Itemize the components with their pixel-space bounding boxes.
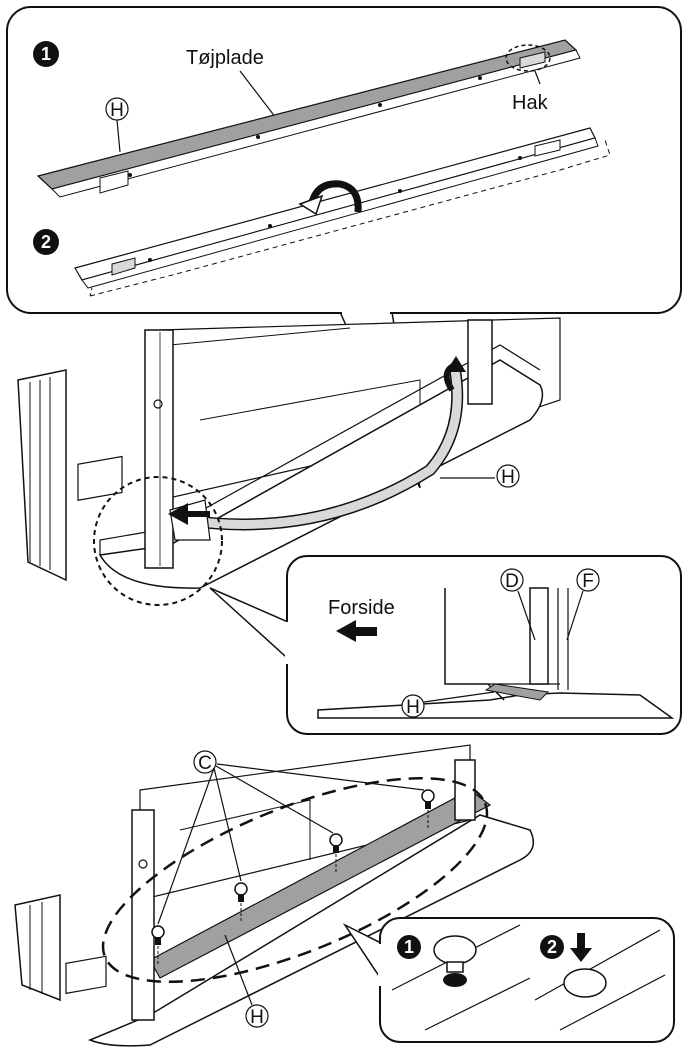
svg-text:H: H xyxy=(406,697,420,718)
step-1-marker: 1 xyxy=(33,41,59,67)
pin-c-3 xyxy=(329,833,343,874)
detail-step-1-marker: 1 xyxy=(397,935,421,959)
part-h-marker-middle: H xyxy=(440,464,520,488)
part-d-marker: D xyxy=(500,568,536,641)
svg-text:C: C xyxy=(198,753,212,774)
garment-plate-step1 xyxy=(36,39,581,198)
svg-text:F: F xyxy=(582,571,594,592)
part-c-marker: C xyxy=(157,750,425,925)
pin-detail-panel: 1 2 xyxy=(342,917,675,1043)
detail-circle-left-foot xyxy=(93,476,223,606)
step-2-number: 2 xyxy=(41,232,51,252)
step-1-number: 1 xyxy=(41,44,51,64)
pin-c-1 xyxy=(151,925,165,965)
front-arrow-icon xyxy=(336,620,377,642)
svg-text:1: 1 xyxy=(404,937,414,957)
pin-c-2 xyxy=(234,882,248,922)
hak-label: Hak xyxy=(512,92,549,114)
insert-arrow-left-icon xyxy=(168,503,210,525)
svg-text:D: D xyxy=(505,571,519,592)
svg-text:H: H xyxy=(110,100,124,121)
pin-pressed-icon xyxy=(563,968,607,998)
pin-c-4 xyxy=(421,789,435,830)
forside-label: Forside xyxy=(328,597,395,619)
tv-stand-bottom: C H xyxy=(14,744,535,1047)
forside-detail-panel: Forside D F H xyxy=(209,555,682,735)
garment-plate-step2 xyxy=(74,127,611,297)
part-h-marker-step1: H xyxy=(105,97,129,153)
step-2-marker: 2 xyxy=(33,229,59,255)
top-detail-panel: 1 Tøjplade H Hak xyxy=(6,6,682,315)
flip-arrow-icon xyxy=(298,180,362,216)
svg-text:H: H xyxy=(501,467,515,488)
hak-callout: Hak xyxy=(505,44,551,114)
part-h-marker-detail: H xyxy=(401,691,495,718)
tv-stand-middle: H xyxy=(17,317,561,606)
svg-text:2: 2 xyxy=(547,937,557,957)
tojplade-label: Tøjplade xyxy=(186,47,264,69)
detail-step-2-marker: 2 xyxy=(540,935,564,959)
pin-region-ellipse xyxy=(101,776,489,984)
part-h-marker-bottom: H xyxy=(224,934,269,1028)
insert-arrow-right-icon xyxy=(443,356,466,392)
part-f-marker: F xyxy=(566,568,600,641)
press-down-arrow-icon xyxy=(570,933,592,962)
tojplade-leader xyxy=(239,70,277,119)
svg-text:H: H xyxy=(250,1007,264,1028)
pin-raised-icon xyxy=(433,935,477,987)
